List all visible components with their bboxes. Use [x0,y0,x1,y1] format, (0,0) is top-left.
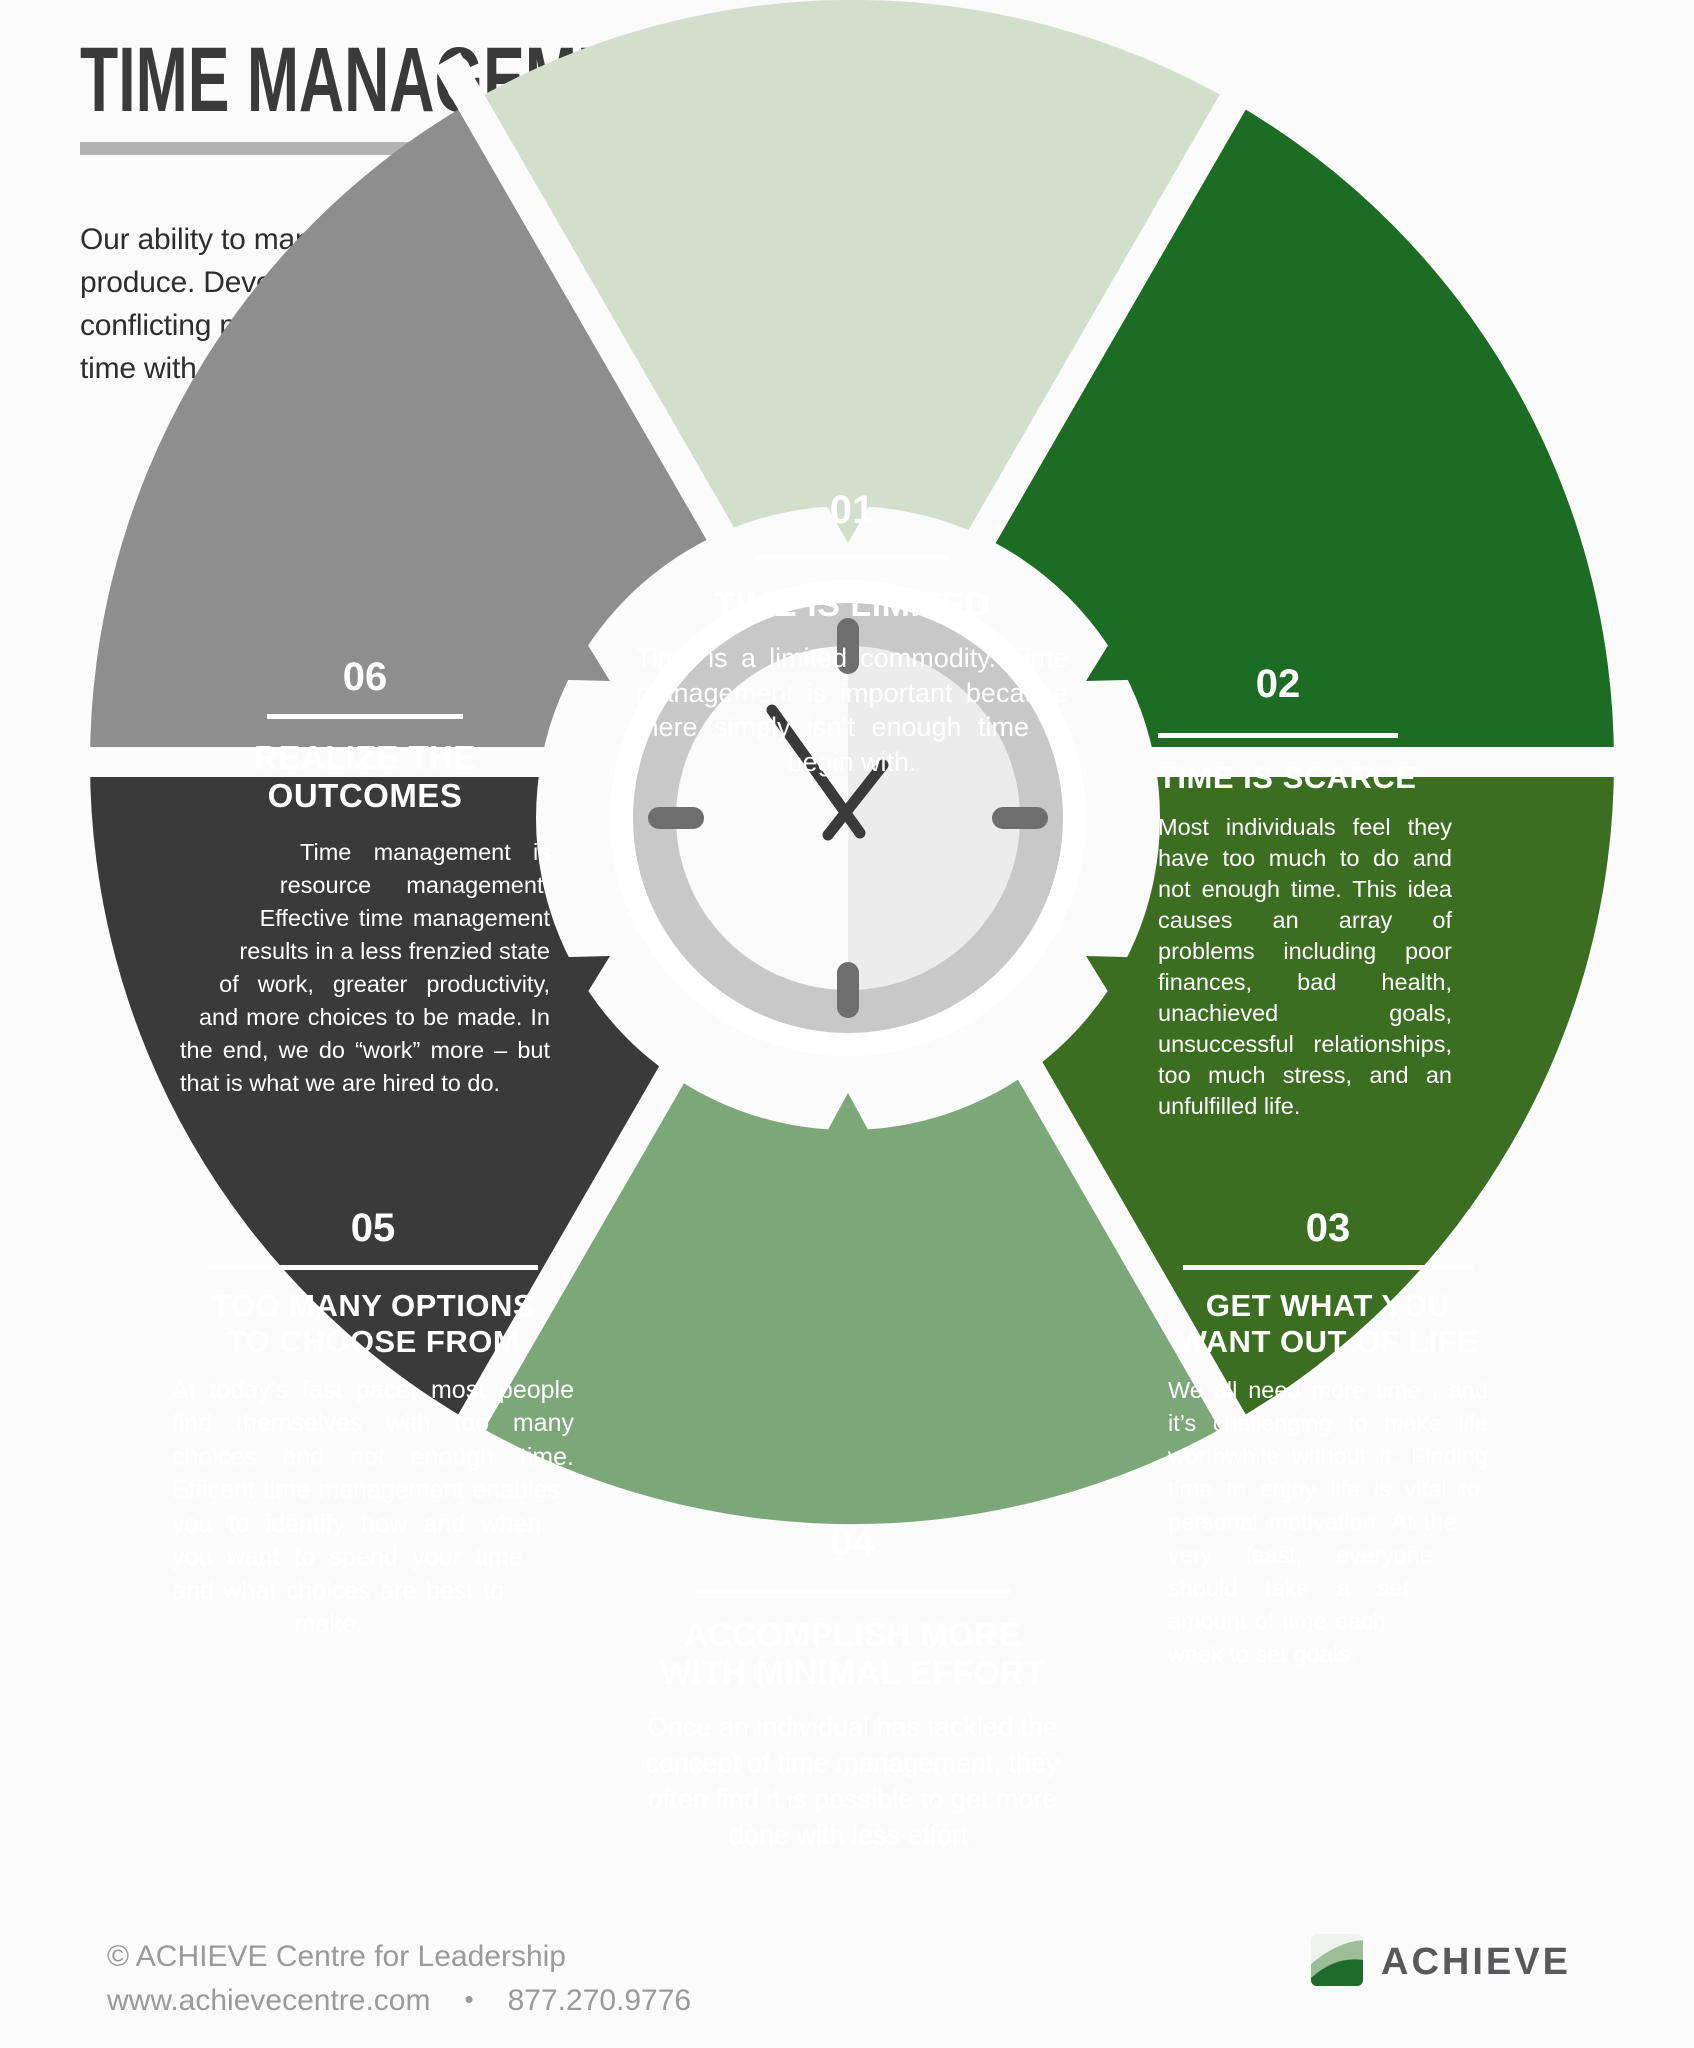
section-01-number: 01 [829,488,875,532]
section-05-body: At today’s fast pace, most people find t… [172,1374,574,1684]
footer-phone: 877.270.9776 [507,1984,692,2017]
section-03-divider [1183,1265,1473,1270]
section-02-body: Most individuals feel they have too much… [1158,813,1452,1119]
section-01-time-is-limited: 01 TIME IS LIMITED Time is a limited com… [556,488,1148,779]
section-01-title: TIME IS LIMITED [714,586,990,624]
pointer-06 [530,613,610,681]
clock-face-shade [848,646,1020,990]
section-05-title: TOO MANY OPTIONS TO CHOOSE FROM [172,1288,574,1360]
section-03-title-line1: GET WHAT YOU [1205,1288,1451,1323]
section-04-title-line2: WITH MINIMAL EFFORT [660,1654,1045,1692]
footer-separator-dot: • [464,1984,474,2014]
section-06-title-line1: REALIZE THE [254,739,476,776]
section-02-time-is-scarce: 02 TIME IS SCARCE Most individuals feel … [1158,662,1452,1122]
section-03-title: GET WHAT YOU WANT OUT OF LIFE [1168,1288,1488,1360]
section-03-number: 03 [1305,1206,1351,1250]
pointer-05 [530,956,610,1024]
footer-copyright: © ACHIEVE Centre for Leadership [107,1940,566,1973]
section-06-title: REALIZE THE OUTCOMES [180,739,550,816]
section-02-title: TIME IS SCARCE [1158,760,1417,795]
section-03-body: We all need more time , and it’s challen… [1168,1374,1488,1719]
pointer-03 [1086,956,1166,1024]
time-management-wheel [89,0,1614,1525]
clock-hands [766,704,889,841]
section-01-divider [757,555,947,560]
section-04-title-line1: ACCOMPLISH MORE [683,1616,1022,1653]
section-03-get-what-you-want: 03 GET WHAT YOU WANT OUT OF LIFE We all … [1168,1206,1488,1719]
pointer-04 [810,1093,886,1163]
section-05-title-line2: TO CHOOSE FROM [226,1323,520,1359]
clock-ticks [648,618,1048,1018]
section-06-title-line2: OUTCOMES [267,777,463,815]
section-05-divider [208,1265,538,1270]
footer-contact: www.achievecentre.com • 877.270.9776 [107,1984,691,2018]
section-03-title-line2: WANT OUT OF LIFE [1177,1323,1479,1359]
section-05-number: 05 [350,1206,396,1250]
section-06-divider [267,714,463,719]
section-05-title-line1: TOO MANY OPTIONS [211,1288,535,1323]
section-04-divider [695,1589,1010,1594]
pointer-01 [808,473,888,543]
clock-illustration [610,580,1086,1056]
section-04-body: Once an individual has tackled the conce… [645,1711,1060,1850]
pointer-02 [1086,613,1166,681]
section-06-number: 06 [342,655,388,699]
section-04-title: ACCOMPLISH MORE WITH MINIMAL EFFORT [630,1616,1075,1693]
section-01-body: Time is a limited commodity. Time manage… [636,643,1068,777]
logo-dark-hill [1311,1959,1363,1986]
wedge-01-time-is-limited [471,0,1233,762]
section-05-too-many-options: 05 TOO MANY OPTIONS TO CHOOSE FROM At to… [172,1206,574,1684]
section-06-body: Time management is resource management. … [180,836,550,1116]
section-02-number: 02 [1255,662,1301,706]
section-04-number: 04 [830,1520,875,1564]
section-06-realize-outcomes: 06 REALIZE THE OUTCOMES Time management … [180,655,550,1116]
section-02-divider [1158,733,1398,738]
hour-hand [822,759,889,841]
footer-website: www.achievecentre.com [107,1984,431,2017]
achieve-logo-text: ACHIEVE [1381,1941,1571,1983]
section-04-accomplish-more: 04 ACCOMPLISH MORE WITH MINIMAL EFFORT O… [630,1520,1075,1853]
achieve-logo-icon [1311,1934,1363,1986]
